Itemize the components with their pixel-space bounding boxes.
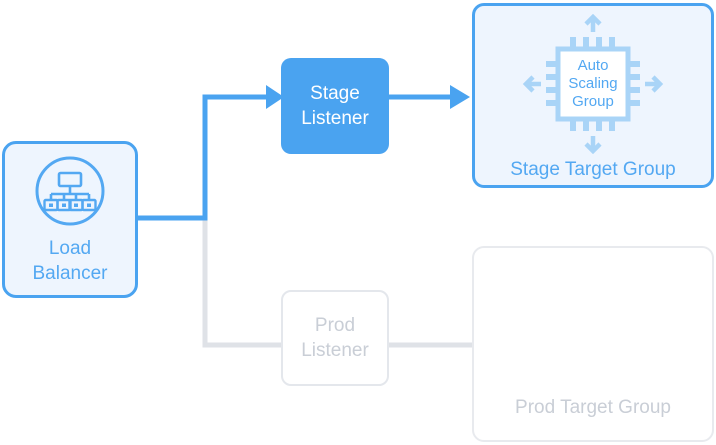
prod-listener-label-line1: Prod bbox=[314, 315, 356, 336]
node-prod-listener-label: Prod Listener bbox=[301, 313, 369, 363]
auto-scaling-group-chip-icon bbox=[522, 14, 664, 154]
load-balancer-hierarchy-icon bbox=[33, 154, 107, 228]
load-balancer-label-line1: Load bbox=[48, 237, 92, 259]
stage-target-group-title: Stage Target Group bbox=[510, 159, 676, 180]
stage-listener-label-line2: Listener bbox=[301, 108, 369, 129]
stage-listener-label-line1: Stage bbox=[310, 83, 360, 104]
arrowhead-to-stage-target-group bbox=[450, 85, 470, 109]
node-stage-listener-label: Stage Listener bbox=[301, 81, 369, 131]
node-load-balancer-label: Load Balancer bbox=[33, 236, 108, 286]
connector-lb-to-prod-listener bbox=[202, 215, 284, 348]
auto-scaling-group-icon-wrap: Auto Scaling Group bbox=[518, 14, 668, 154]
prod-listener-label-line2: Listener bbox=[301, 340, 369, 361]
node-prod-target-group[interactable]: Prod Target Group bbox=[472, 246, 714, 442]
connector-lb-to-stage-listener bbox=[135, 94, 271, 221]
node-load-balancer[interactable]: Load Balancer bbox=[2, 141, 138, 298]
node-stage-listener[interactable]: Stage Listener bbox=[281, 58, 389, 154]
node-stage-target-group[interactable]: Auto Scaling Group Stage Target Group bbox=[472, 3, 714, 188]
load-balancer-label-line2: Balancer bbox=[32, 262, 108, 284]
node-prod-listener[interactable]: Prod Listener bbox=[281, 290, 389, 386]
prod-target-group-title: Prod Target Group bbox=[515, 397, 671, 418]
